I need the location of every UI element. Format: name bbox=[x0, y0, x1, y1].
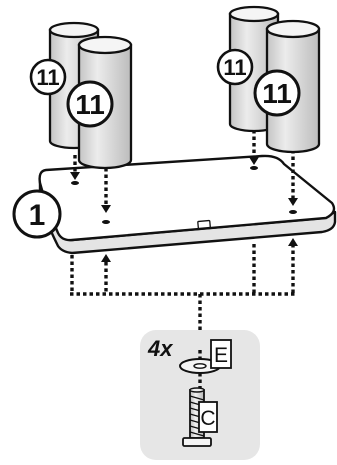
hole-right-front bbox=[289, 210, 297, 214]
badge-leg-right-front-text: 11 bbox=[262, 78, 292, 109]
badge-leg-right-back-text: 11 bbox=[223, 55, 246, 80]
guide-arrows bbox=[70, 157, 298, 262]
quantity-label: 4x bbox=[147, 336, 173, 361]
badge-leg-left-front: 11 bbox=[66, 80, 114, 128]
badge-tabletop: 1 bbox=[12, 189, 62, 239]
hole-right-back bbox=[250, 166, 258, 170]
part-tag-e: E bbox=[210, 339, 232, 369]
badge-leg-left-front-text: 11 bbox=[75, 89, 105, 120]
badge-leg-right-back: 11 bbox=[216, 48, 254, 86]
part-tag-c: C bbox=[198, 401, 218, 433]
hole-left-front bbox=[102, 220, 110, 224]
badge-leg-right-front: 11 bbox=[253, 69, 301, 117]
hole-left-back bbox=[71, 181, 79, 185]
hardware-panel: 4x E C bbox=[140, 330, 260, 460]
badge-leg-left-back-text: 11 bbox=[36, 65, 59, 90]
tabletop bbox=[38, 154, 337, 255]
badge-leg-left-back: 11 bbox=[29, 58, 67, 96]
part-tag-c-text: C bbox=[200, 407, 215, 430]
badge-tabletop-text: 1 bbox=[29, 199, 46, 232]
part-tag-e-text: E bbox=[214, 344, 228, 367]
